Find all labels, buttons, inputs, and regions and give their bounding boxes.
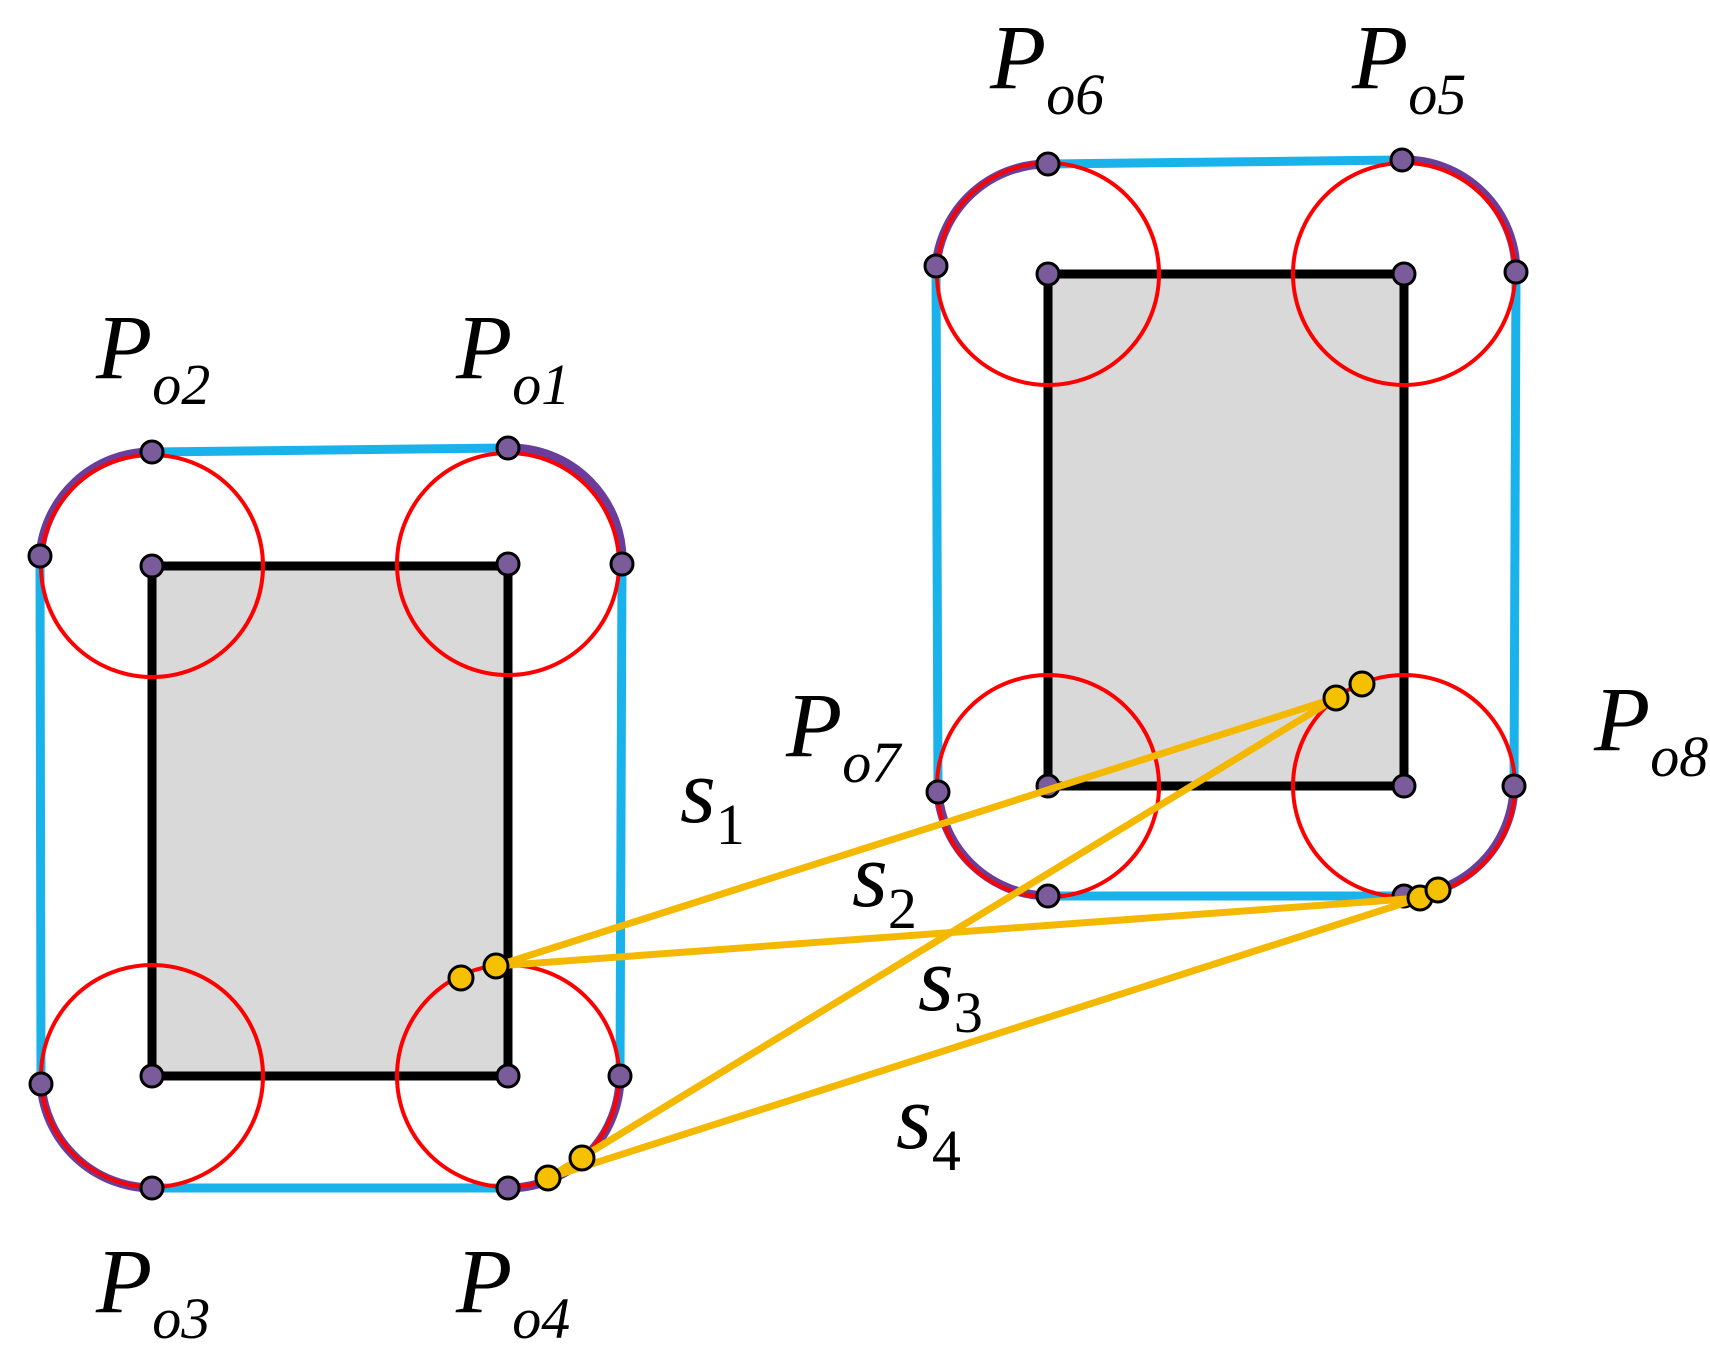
vertex-point <box>1389 147 1415 173</box>
segment-point <box>1348 670 1376 698</box>
vertex-points <box>27 147 1529 1201</box>
vertex-point <box>28 1071 54 1097</box>
label-Po1: Po1 <box>455 296 570 417</box>
label-Po5: Po5 <box>1351 6 1466 127</box>
vertex-point <box>139 439 165 465</box>
arc-left-top-right <box>507 443 627 565</box>
vertex-point <box>923 253 949 279</box>
vertex-point <box>27 543 53 569</box>
vertex-point <box>495 551 521 577</box>
label-s4: s4 <box>896 1066 961 1183</box>
vertex-point <box>1391 773 1417 799</box>
label-Po7: Po7 <box>785 674 902 795</box>
segment-point <box>482 952 510 980</box>
vertex-point <box>609 551 635 577</box>
corner-labels: Po2 Po1 Po3 Po4 Po6 Po5 Po7 Po8 <box>95 6 1708 1351</box>
segment-point <box>1424 876 1452 904</box>
hull-right-top <box>1047 155 1403 169</box>
vertex-point <box>1501 773 1527 799</box>
segment-point <box>447 964 475 992</box>
obstacle-right <box>931 155 1521 901</box>
label-Po2: Po2 <box>95 296 210 417</box>
hull-left-left <box>35 555 46 1085</box>
label-Po3: Po3 <box>95 1230 210 1351</box>
arc-right-bottom-right <box>1403 785 1519 901</box>
vertex-point <box>1035 883 1061 909</box>
vertex-point <box>495 1063 521 1089</box>
label-Po4: Po4 <box>455 1230 570 1351</box>
label-s2: s2 <box>852 824 917 941</box>
vertex-point <box>607 1063 633 1089</box>
vertex-point <box>1035 261 1061 287</box>
vertex-point <box>495 1175 521 1201</box>
hull-right-right <box>1509 271 1521 787</box>
vertex-point <box>139 553 165 579</box>
segment-point <box>534 1164 562 1192</box>
segment-s3 <box>546 695 1338 1181</box>
obstacle-left <box>35 443 627 1193</box>
segment-points <box>447 670 1452 1192</box>
vertex-point <box>139 1063 165 1089</box>
obstacle-right-rect <box>1043 269 1409 791</box>
hull-right-left <box>931 265 943 793</box>
hull-left-top <box>151 443 509 457</box>
vertex-point <box>1503 259 1529 285</box>
vertex-point <box>1035 151 1061 177</box>
vertex-point <box>495 435 521 461</box>
vertex-point <box>925 779 951 805</box>
label-Po6: Po6 <box>989 6 1104 127</box>
vertex-point <box>1391 261 1417 287</box>
segment-point <box>1322 684 1350 712</box>
hull-left-right <box>615 563 627 1077</box>
segment-labels: s1 s2 s3 s4 <box>680 740 983 1183</box>
label-s3: s3 <box>918 928 983 1045</box>
segment-s1 <box>494 694 1338 970</box>
vertex-point <box>139 1175 165 1201</box>
label-Po8: Po8 <box>1593 668 1708 789</box>
label-s1: s1 <box>680 740 745 857</box>
connecting-segments <box>494 694 1422 1182</box>
obstacle-left-rect <box>147 561 513 1081</box>
segment-s4 <box>546 894 1422 1182</box>
arc-left-top-left <box>35 447 153 557</box>
segment-point <box>568 1144 596 1172</box>
